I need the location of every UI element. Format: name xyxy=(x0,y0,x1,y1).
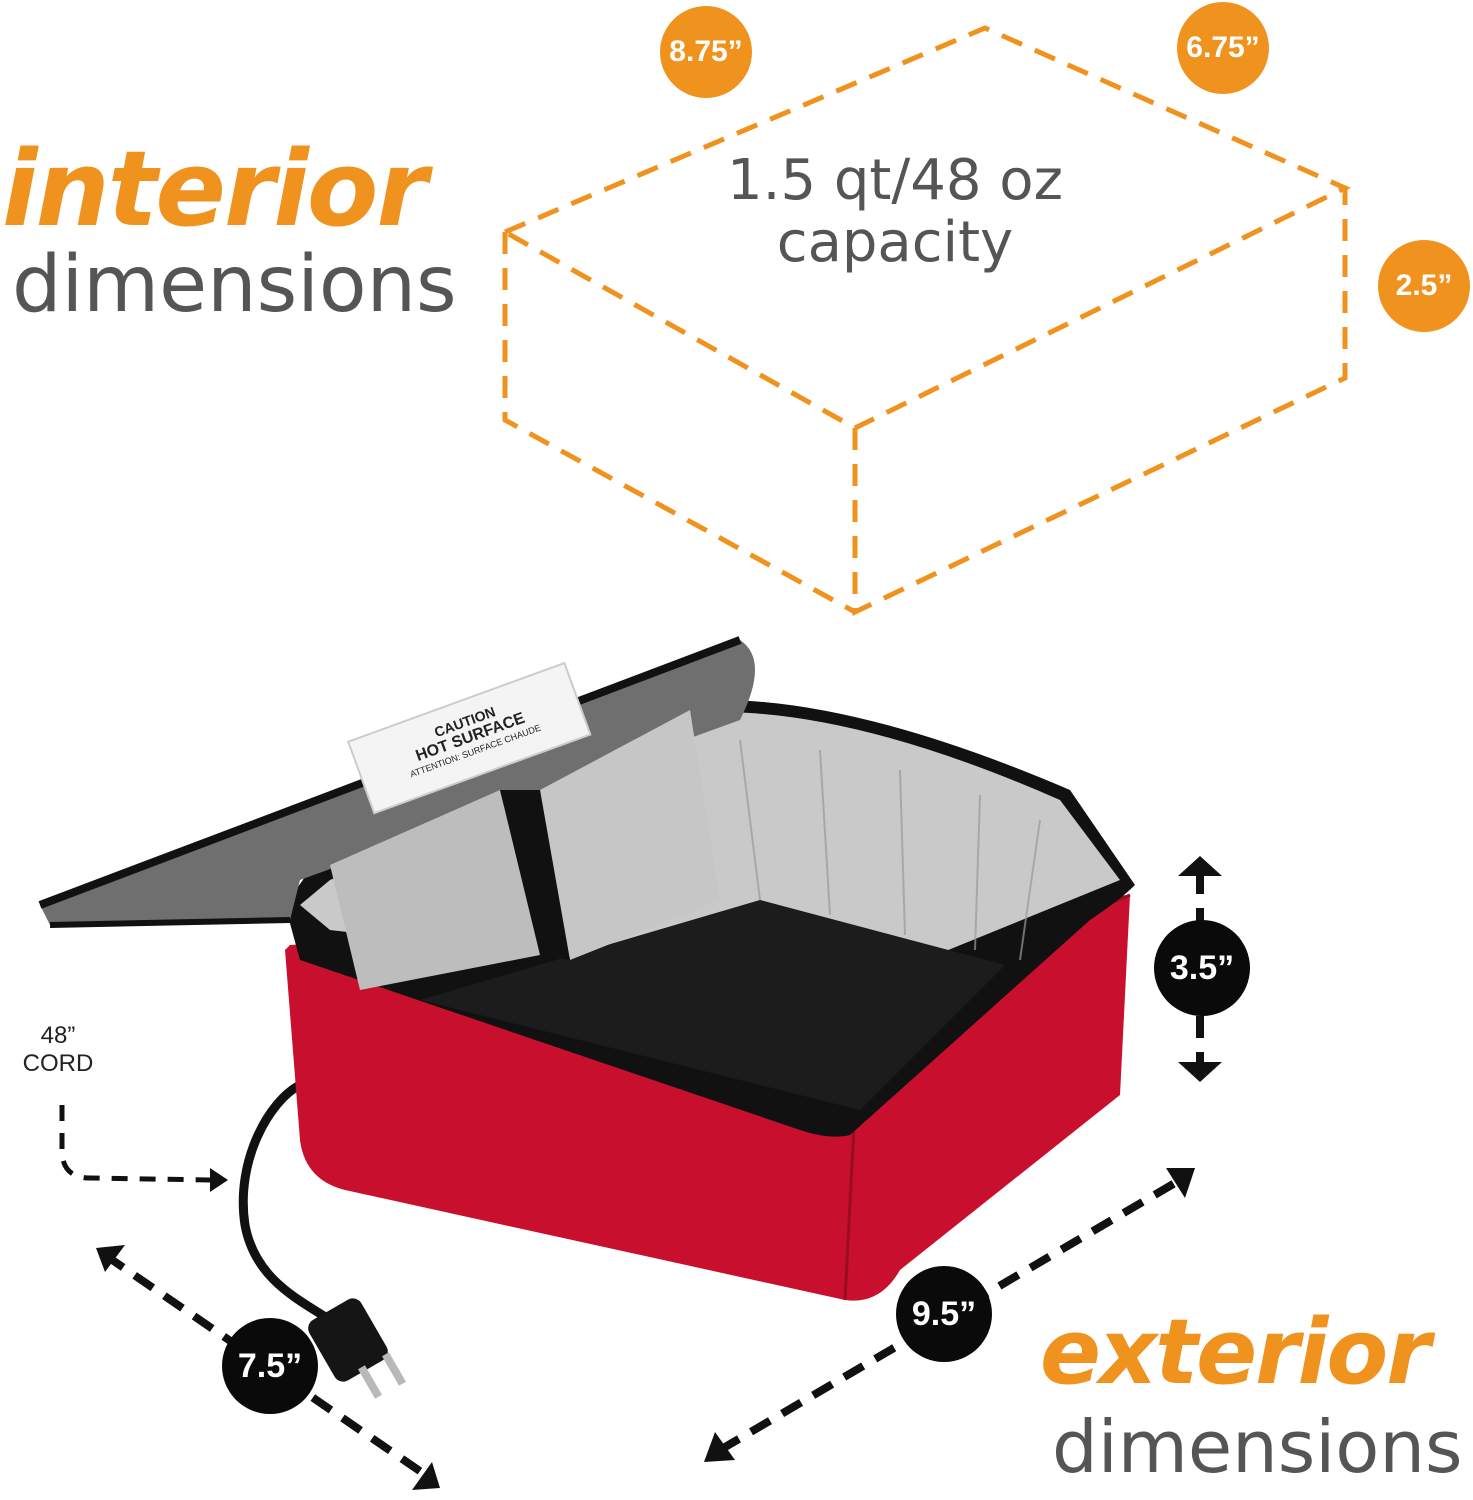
length-arrow-head-start xyxy=(704,1432,735,1462)
cord-callout-arrowhead xyxy=(210,1168,228,1192)
length-arrow-head-end xyxy=(1166,1168,1195,1198)
exterior-width-badge: 7.5” xyxy=(222,1318,318,1414)
interior-title: interior xyxy=(2,128,428,250)
exterior-height-badge: 3.5” xyxy=(1154,920,1250,1016)
cord-callout-line xyxy=(59,1105,211,1183)
interior-subtitle: dimensions xyxy=(12,240,457,330)
width-arrow-head-end xyxy=(412,1462,440,1490)
interior-dashed-box xyxy=(499,25,1351,616)
capacity-line2: capacity xyxy=(776,210,1014,275)
power-cord xyxy=(238,1080,333,1324)
height-arrow-head-top xyxy=(1178,856,1222,876)
interior-width-badge: 6.75” xyxy=(1177,2,1269,94)
capacity-text: 1.5 qt/48 oz capacity xyxy=(690,150,1100,274)
exterior-length-badge: 9.5” xyxy=(896,1266,992,1362)
plug xyxy=(308,1298,406,1399)
exterior-subtitle: dimensions xyxy=(1052,1405,1463,1489)
height-arrow-head-bottom xyxy=(1178,1062,1222,1082)
lunch-bag xyxy=(38,636,1135,1301)
interior-length-badge: 8.75” xyxy=(660,6,752,98)
width-arrow-head-start xyxy=(96,1245,125,1272)
interior-height-badge: 2.5” xyxy=(1378,240,1470,332)
capacity-line1: 1.5 qt/48 oz xyxy=(727,148,1063,213)
cord-label: 48” CORD xyxy=(8,1022,108,1078)
cord-word: CORD xyxy=(22,1050,94,1077)
exterior-title: exterior xyxy=(1040,1300,1431,1405)
cord-length: 48” xyxy=(40,1022,76,1049)
